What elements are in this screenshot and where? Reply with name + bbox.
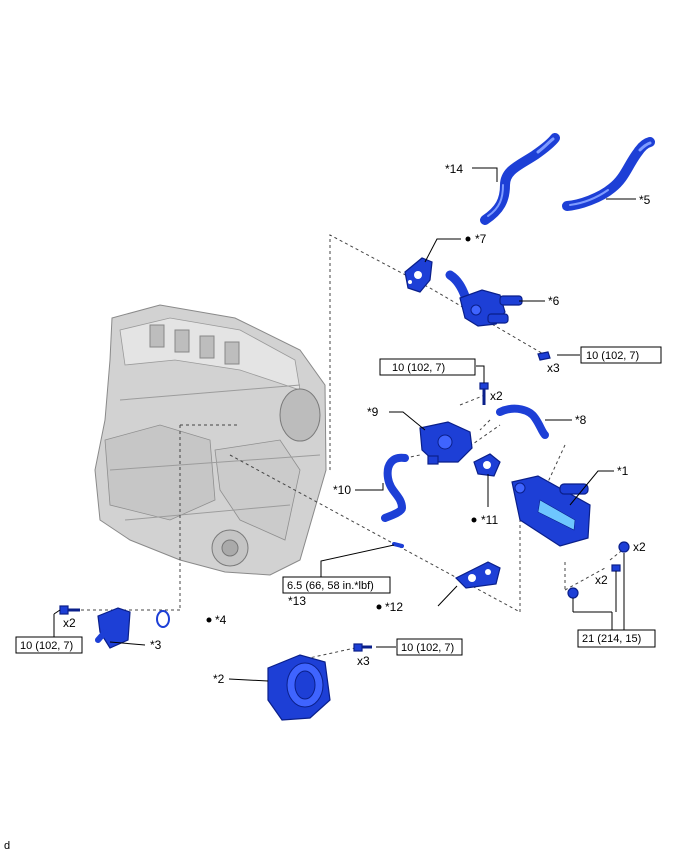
qty-x3-upper: x3 <box>547 361 560 375</box>
pipe-13 <box>392 542 404 548</box>
callout-13: *13 <box>288 594 306 608</box>
torque-cooler: 21 (214, 15) <box>582 633 641 645</box>
torque-box-cooler <box>577 629 656 648</box>
callout-3: *3 <box>150 638 162 652</box>
figure-code: d <box>4 840 10 852</box>
bolt-left <box>59 605 80 615</box>
torque-throttle: 10 (102, 7) <box>401 642 454 654</box>
qty-x2-cooler-a: x2 <box>633 540 646 554</box>
gasket-12 <box>454 561 501 589</box>
callout-5: *5 <box>639 193 651 207</box>
bolt-throttle <box>353 643 372 652</box>
egr-cooler-1 <box>511 475 591 547</box>
torque-box-upper-right <box>580 346 662 364</box>
callout-6: *6 <box>548 294 560 308</box>
cooler-fasteners <box>567 541 630 599</box>
egr-tube-14 <box>480 133 560 225</box>
callout-1: *1 <box>617 464 629 478</box>
egr-valve-6 <box>445 270 523 327</box>
bolt-upper <box>537 351 551 361</box>
egr-valve-adapter-9 <box>419 421 473 465</box>
torque-mid-left: 10 (102, 7) <box>392 362 445 374</box>
water-hose-8 <box>496 404 549 439</box>
egr-tube-5 <box>562 137 655 211</box>
qty-x2-mid: x2 <box>490 389 503 403</box>
gasket-11 <box>473 453 501 477</box>
water-hose-10 <box>381 453 409 522</box>
bolt-mid <box>479 382 489 405</box>
o-ring-4 <box>156 610 170 628</box>
callout-4: *4 <box>215 613 227 627</box>
callout-9: *9 <box>367 405 379 419</box>
torque-pipe: 6.5 (66, 58 in.*lbf) <box>287 580 374 592</box>
qty-x3-throttle: x3 <box>357 654 370 668</box>
torque-upper-right: 10 (102, 7) <box>586 350 639 362</box>
callout-8: *8 <box>575 413 587 427</box>
torque-box-lower-left <box>15 636 83 654</box>
throttle-body-2 <box>267 654 331 721</box>
marker-dots <box>206 236 477 623</box>
callout-14: *14 <box>445 162 463 176</box>
torque-box-pipe <box>282 576 391 594</box>
gasket-7 <box>404 257 433 293</box>
callout-12: *12 <box>385 600 403 614</box>
torque-box-mid-left <box>379 358 476 376</box>
leader-lines <box>53 167 636 682</box>
torque-box-throttle <box>396 638 463 656</box>
engine-block <box>94 304 327 576</box>
callout-2: *2 <box>213 672 225 686</box>
qty-x2-left: x2 <box>63 616 76 630</box>
callout-10: *10 <box>333 483 351 497</box>
qty-x2-cooler-b: x2 <box>595 573 608 587</box>
callout-7: *7 <box>475 232 487 246</box>
water-outlet-3 <box>95 607 131 649</box>
torque-lower-left: 10 (102, 7) <box>20 640 73 652</box>
callout-11: *11 <box>481 513 498 527</box>
